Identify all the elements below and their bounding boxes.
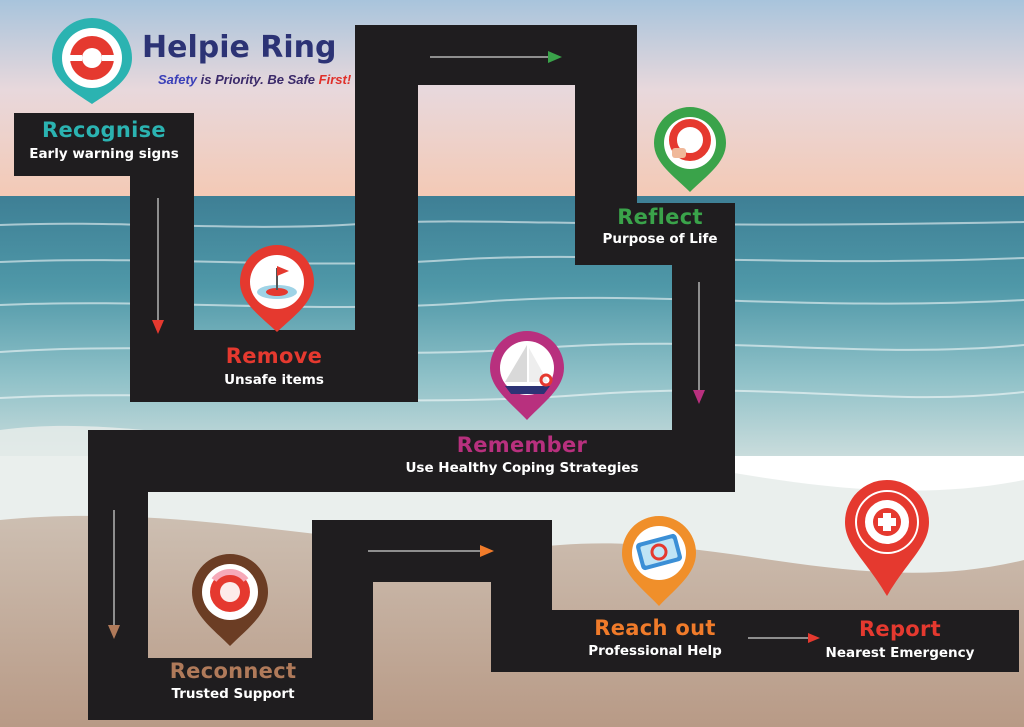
arrow-down-right-icon <box>693 282 705 404</box>
step-report: Report Nearest Emergency <box>820 617 980 661</box>
step-recognise: Recognise Early warning signs <box>14 118 194 162</box>
step-subtitle: Use Healthy Coping Strategies <box>405 460 639 476</box>
logo-pin-icon <box>51 17 132 105</box>
arrow-right-top-icon <box>430 51 562 63</box>
step-remember: Remember Use Healthy Coping Strategies <box>372 433 672 476</box>
tagline-middle: is Priority. Be Safe <box>197 72 319 87</box>
step-remove: Remove Unsafe items <box>194 344 354 388</box>
brand-title: Helpie Ring <box>142 30 337 65</box>
step-subtitle: Professional Help <box>588 643 722 659</box>
tagline-first: First! <box>318 72 352 87</box>
step-subtitle: Nearest Emergency <box>825 645 975 661</box>
step-subtitle: Purpose of Life <box>602 231 718 247</box>
step-reflect: Reflect Purpose of Life <box>580 205 740 247</box>
arrow-right-bottom-icon <box>368 545 494 557</box>
step-subtitle: Trusted Support <box>171 686 295 702</box>
step-subtitle: Unsafe items <box>224 372 324 388</box>
arrow-right-report-icon <box>748 633 820 643</box>
step-title: Remove <box>225 344 323 368</box>
step-title: Remember <box>456 433 588 457</box>
brand-tagline: Safety is Priority. Be Safe First! <box>158 72 351 87</box>
step-title: Report <box>858 617 942 641</box>
arrow-down-bottom-left-icon <box>108 510 120 639</box>
step-reach-out: Reach out Professional Help <box>570 616 740 659</box>
step-title: Reconnect <box>169 659 297 683</box>
report-pin-icon <box>845 480 929 596</box>
remove-pin-icon <box>240 245 314 332</box>
arrows <box>108 51 820 643</box>
step-title: Reach out <box>594 616 716 640</box>
reach-out-pin-icon <box>622 516 696 606</box>
arrow-down-left-icon <box>152 198 164 334</box>
reconnect-pin-icon <box>192 554 268 646</box>
step-reconnect: Reconnect Trusted Support <box>148 659 318 702</box>
winding-path <box>14 25 1019 720</box>
step-title: Recognise <box>42 118 166 142</box>
tagline-safety: Safety <box>158 72 198 87</box>
step-title: Reflect <box>617 205 703 229</box>
remember-pin-icon <box>490 331 564 420</box>
reflect-pin-icon <box>654 107 726 192</box>
step-subtitle: Early warning signs <box>29 146 179 162</box>
